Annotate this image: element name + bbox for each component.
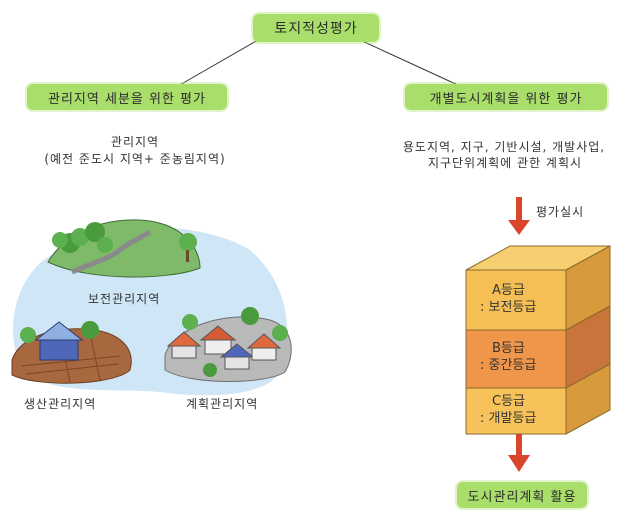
grade-a-block [465,269,567,331]
production-farm-illustration [11,321,132,384]
right-heading: 개별도시계획을 위한 평가 [405,84,607,110]
top-title: 토지적성평가 [253,14,379,42]
grade-stack [465,245,611,435]
grade-b-block [465,329,567,389]
grade-c-meaning: : 개발등급 [480,411,537,426]
left-heading: 관리지역 세분을 위한 평가 [27,84,227,110]
grade-b-meaning: : 중간등급 [480,358,537,373]
grade-c-label: C등급 : 개발등급 [480,393,536,427]
zone-label-production: 생산관리지역 [24,397,97,411]
grade-b-name: B등급 [492,341,525,356]
zone-label-conservation: 보전관리지역 [88,292,161,306]
grade-b-label: B등급 : 중간등급 [480,340,536,374]
right-desc-line2: 지구단위계획에 관한 계획시 [427,156,583,170]
connector-left [177,39,259,87]
result-pill: 도시관리계획 활용 [457,482,587,508]
connector-right [359,39,461,87]
arrow-down-2 [508,430,530,472]
right-desc-line1: 용도지역, 지구, 기반시설, 개발사업, [402,140,606,154]
grade-c-block [465,387,567,435]
grade-a-name: A등급 [492,283,525,298]
arrow-down-1 [508,197,530,235]
planned-town-illustration [164,307,292,382]
left-desc-line1: 관리지역 [110,135,160,149]
step-label: 평가실시 [536,205,585,219]
grade-c-name: C등급 [492,394,525,409]
conservation-hill-illustration [47,219,201,278]
grade-a-label: A등급 : 보전등급 [480,282,536,316]
grade-a-meaning: : 보전등급 [480,300,537,315]
zone-label-planned: 계획관리지역 [186,397,259,411]
left-desc-line2: (예전 준도시 지역+ 준농림지역) [44,152,226,166]
